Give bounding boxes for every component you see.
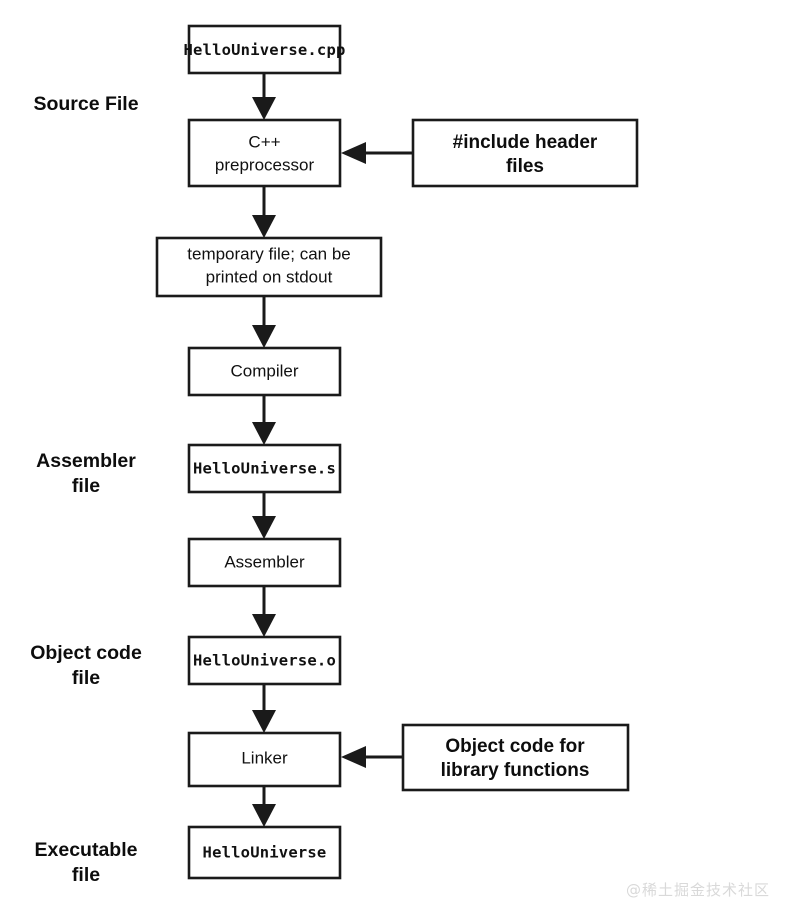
node-cpp-preprocessor-line1: C++ (248, 132, 280, 151)
edge-source-to-preprocessor (252, 73, 276, 120)
node-temporary-file[interactable]: temporary file; can be printed on stdout (155, 236, 383, 298)
stage-label-executable-file-line2: file (72, 864, 100, 886)
node-hellouniverse-exe-label: HelloUniverse (203, 844, 327, 862)
node-compiler-label: Compiler (230, 361, 298, 380)
edge-linker-to-executable (252, 786, 276, 827)
node-compiler[interactable]: Compiler (187, 346, 342, 397)
node-temporary-file-line2: printed on stdout (206, 267, 333, 286)
stage-label-assembler-file-line2: file (72, 475, 100, 497)
node-cpp-preprocessor[interactable]: C++ preprocessor (187, 118, 342, 188)
stage-label-assembler-file: Assembler file (36, 450, 136, 497)
edge-compiler-to-assembly (252, 395, 276, 445)
node-include-header-files[interactable]: #include header files (411, 118, 639, 188)
node-hellouniverse-o[interactable]: HelloUniverse.o (187, 635, 342, 686)
node-object-code-library[interactable]: Object code for library functions (401, 723, 630, 792)
connector-group (252, 73, 413, 827)
node-object-code-library-line1: Object code for (445, 736, 585, 757)
node-assembler[interactable]: Assembler (187, 537, 342, 588)
node-hellouniverse-cpp-label: HelloUniverse.cpp (183, 41, 345, 59)
watermark-text: @稀土掘金技术社区 (625, 881, 770, 899)
edge-assembler-to-object (252, 586, 276, 637)
edge-object-to-linker (252, 684, 276, 733)
node-include-header-files-line2: files (506, 156, 544, 177)
node-object-code-library-line2: library functions (441, 760, 590, 781)
stage-label-assembler-file-line1: Assembler (36, 450, 136, 472)
node-temporary-file-line1: temporary file; can be (187, 244, 350, 263)
edge-tempfile-to-compiler (252, 296, 276, 348)
node-linker[interactable]: Linker (187, 731, 342, 788)
edge-include-to-preprocessor (341, 142, 413, 164)
stage-label-source-file-line1: Source File (33, 93, 138, 115)
stage-label-executable-file: Executable file (35, 839, 138, 886)
node-assembler-label: Assembler (224, 552, 305, 571)
edge-library-to-linker (341, 746, 403, 768)
stage-label-source-file: Source File (33, 93, 138, 115)
stage-label-object-code-file-line1: Object code (30, 642, 142, 664)
node-cpp-preprocessor-line2: preprocessor (215, 155, 315, 174)
node-hellouniverse-s-label: HelloUniverse.s (193, 460, 336, 478)
stage-label-object-code-file-line2: file (72, 667, 100, 689)
node-hellouniverse-o-label: HelloUniverse.o (193, 652, 336, 670)
node-hellouniverse-exe[interactable]: HelloUniverse (187, 825, 342, 880)
edge-preprocessor-to-tempfile (252, 186, 276, 238)
node-linker-label: Linker (241, 748, 288, 767)
stage-label-executable-file-line1: Executable (35, 839, 138, 861)
stage-label-object-code-file: Object code file (30, 642, 142, 689)
edge-assembly-to-assembler (252, 492, 276, 539)
node-include-header-files-line1: #include header (453, 132, 598, 153)
node-hellouniverse-cpp[interactable]: HelloUniverse.cpp (183, 24, 345, 75)
node-hellouniverse-s[interactable]: HelloUniverse.s (187, 443, 342, 494)
